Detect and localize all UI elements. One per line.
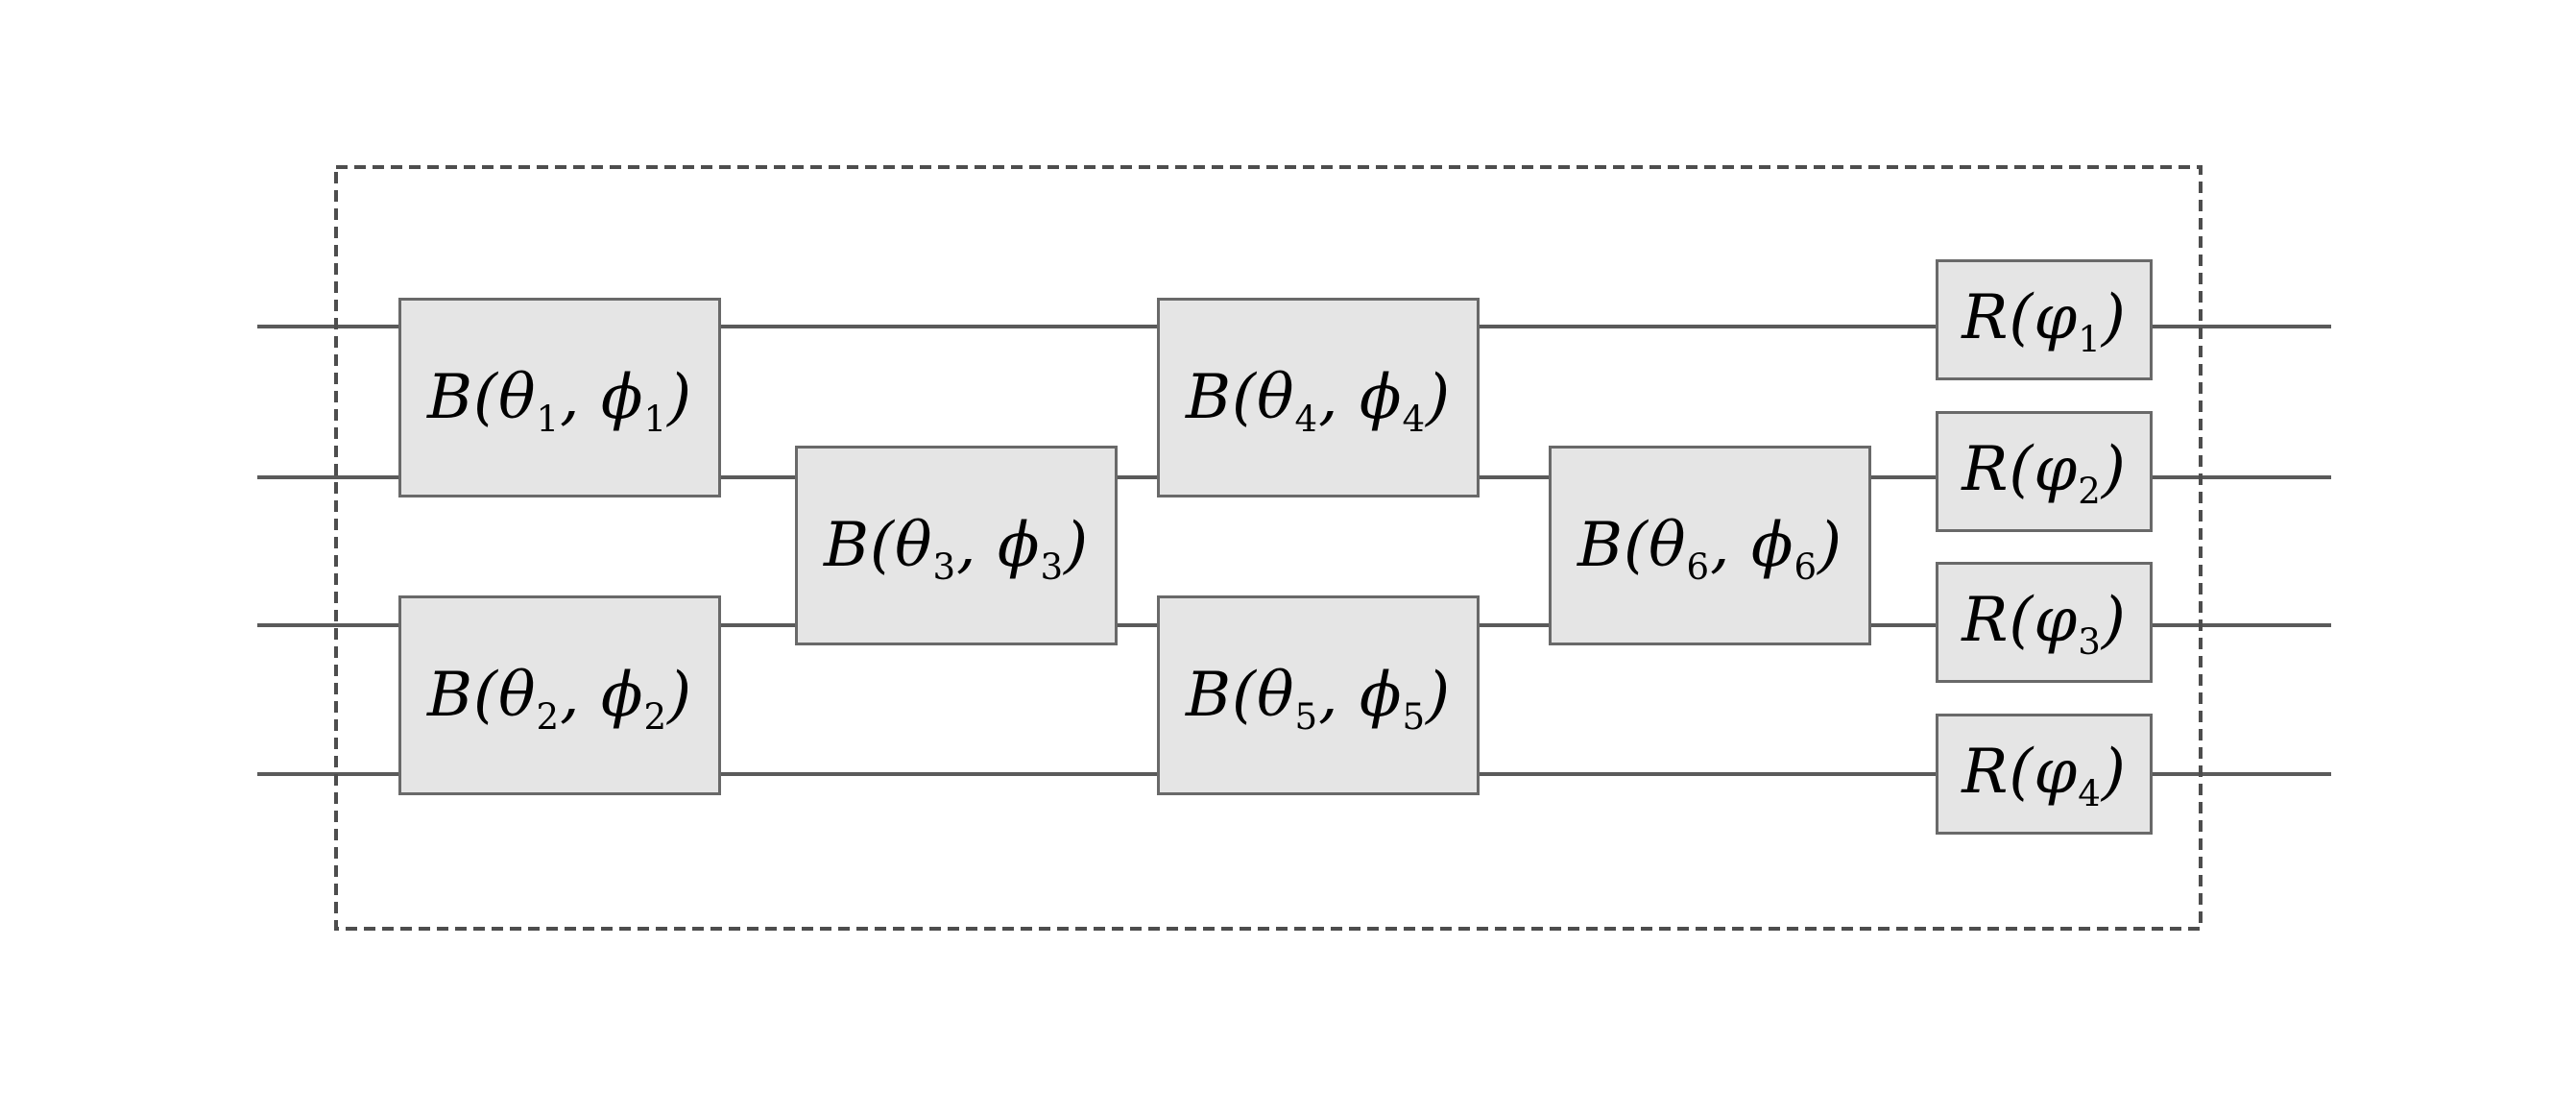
beamsplitter-gate-b2: B(θ2, ϕ2) xyxy=(398,595,721,795)
beamsplitter-gate-b6: B(θ6, ϕ6) xyxy=(1549,446,1871,645)
gate-label-r2: R(φ2) xyxy=(1962,434,2127,513)
gate-label-r3: R(φ3) xyxy=(1962,585,2127,664)
beamsplitter-gate-b3: B(θ3, ϕ3) xyxy=(795,446,1118,645)
gate-label-b3: B(θ3, ϕ3) xyxy=(823,510,1090,589)
beamsplitter-gate-b1: B(θ1, ϕ1) xyxy=(398,298,721,497)
phase-gate-r3: R(φ3) xyxy=(1936,562,2153,683)
gate-label-b2: B(θ2, ϕ2) xyxy=(426,660,693,739)
beamsplitter-gate-b5: B(θ5, ϕ5) xyxy=(1157,595,1480,795)
gate-label-b5: B(θ5, ϕ5) xyxy=(1185,660,1452,739)
phase-gate-r2: R(φ2) xyxy=(1936,411,2153,532)
gate-label-b6: B(θ6, ϕ6) xyxy=(1577,510,1843,589)
gate-label-r1: R(φ1) xyxy=(1962,282,2127,361)
phase-gate-r4: R(φ4) xyxy=(1936,714,2153,835)
circuit-boundary xyxy=(334,165,2203,931)
beamsplitter-gate-b4: B(θ4, ϕ4) xyxy=(1157,298,1480,497)
gate-label-b1: B(θ1, ϕ1) xyxy=(426,362,693,441)
gate-label-r4: R(φ4) xyxy=(1962,737,2127,815)
phase-gate-r1: R(φ1) xyxy=(1936,259,2153,380)
gate-label-b4: B(θ4, ϕ4) xyxy=(1185,362,1452,441)
